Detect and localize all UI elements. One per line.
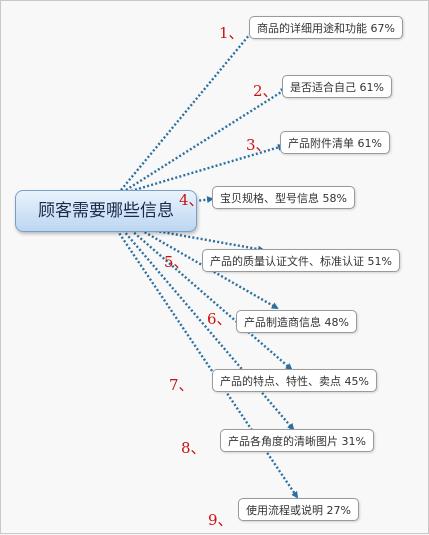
topic-9[interactable]: 使用流程或说明 27% — [238, 498, 359, 521]
topic-6[interactable]: 产品制造商信息 48% — [236, 310, 357, 333]
connector-arrow-9 — [116, 229, 299, 499]
topic-1[interactable]: 商品的详细用途和功能 67% — [249, 16, 403, 39]
topic-5[interactable]: 产品的质量认证文件、标准认证 51% — [202, 249, 400, 272]
connector-arrow-1 — [120, 26, 257, 191]
connector-arrow-6 — [140, 228, 279, 310]
number-9: 9、 — [208, 511, 233, 529]
number-1: 1、 — [219, 24, 244, 42]
connector-arrow-7 — [130, 229, 293, 371]
topic-8[interactable]: 产品各角度的清晰图片 31% — [220, 429, 374, 452]
number-5: 5、 — [164, 253, 189, 271]
connector-arrow-4 — [194, 196, 214, 204]
number-8: 8、 — [181, 439, 206, 457]
number-6: 6、 — [207, 310, 232, 328]
connector-arrow-5 — [150, 228, 265, 253]
topic-7[interactable]: 产品的特点、特性、卖点 45% — [212, 369, 377, 392]
number-2: 2、 — [253, 82, 278, 100]
number-4: 4、 — [179, 191, 204, 209]
number-3: 3、 — [246, 136, 271, 154]
number-7: 7、 — [169, 376, 194, 394]
central-topic[interactable]: 顾客需要哪些信息 — [15, 190, 197, 232]
topic-4[interactable]: 宝贝规格、型号信息 58% — [212, 186, 355, 209]
connector-arrow-3 — [130, 144, 285, 193]
topic-3[interactable]: 产品附件清单 61% — [280, 131, 390, 154]
connector-arrow-8 — [122, 229, 295, 431]
topic-2[interactable]: 是否适合自己 61% — [282, 75, 392, 98]
